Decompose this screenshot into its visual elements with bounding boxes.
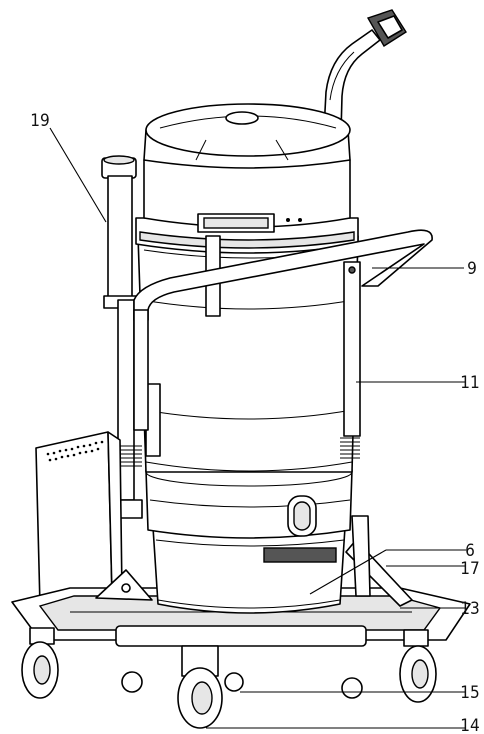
frame-struts: [95, 515, 413, 607]
motor-head: [143, 103, 351, 233]
accessory-basket: [35, 431, 123, 607]
callout-13: 13: [460, 599, 479, 619]
front-left-wheel: [21, 627, 59, 699]
callout-6: 6: [465, 541, 475, 561]
callout-9: 9: [467, 259, 477, 279]
front-center-wheel: [177, 645, 244, 729]
front-right-wheel: [399, 629, 437, 703]
basket-perforations: [46, 440, 104, 462]
push-handle: [133, 229, 433, 437]
vacuum-body: [135, 217, 359, 614]
callout-labels: 19 9 11 6 17 13 15 14: [30, 111, 479, 734]
springs: [120, 437, 360, 467]
callout-14: 14: [460, 716, 479, 734]
callout-17: 17: [460, 559, 479, 579]
leader-lines: [49, 127, 466, 729]
callout-19: 19: [30, 111, 49, 131]
callout-11: 11: [460, 373, 479, 393]
callout-15: 15: [460, 683, 479, 703]
rear-wheels: [121, 671, 363, 699]
